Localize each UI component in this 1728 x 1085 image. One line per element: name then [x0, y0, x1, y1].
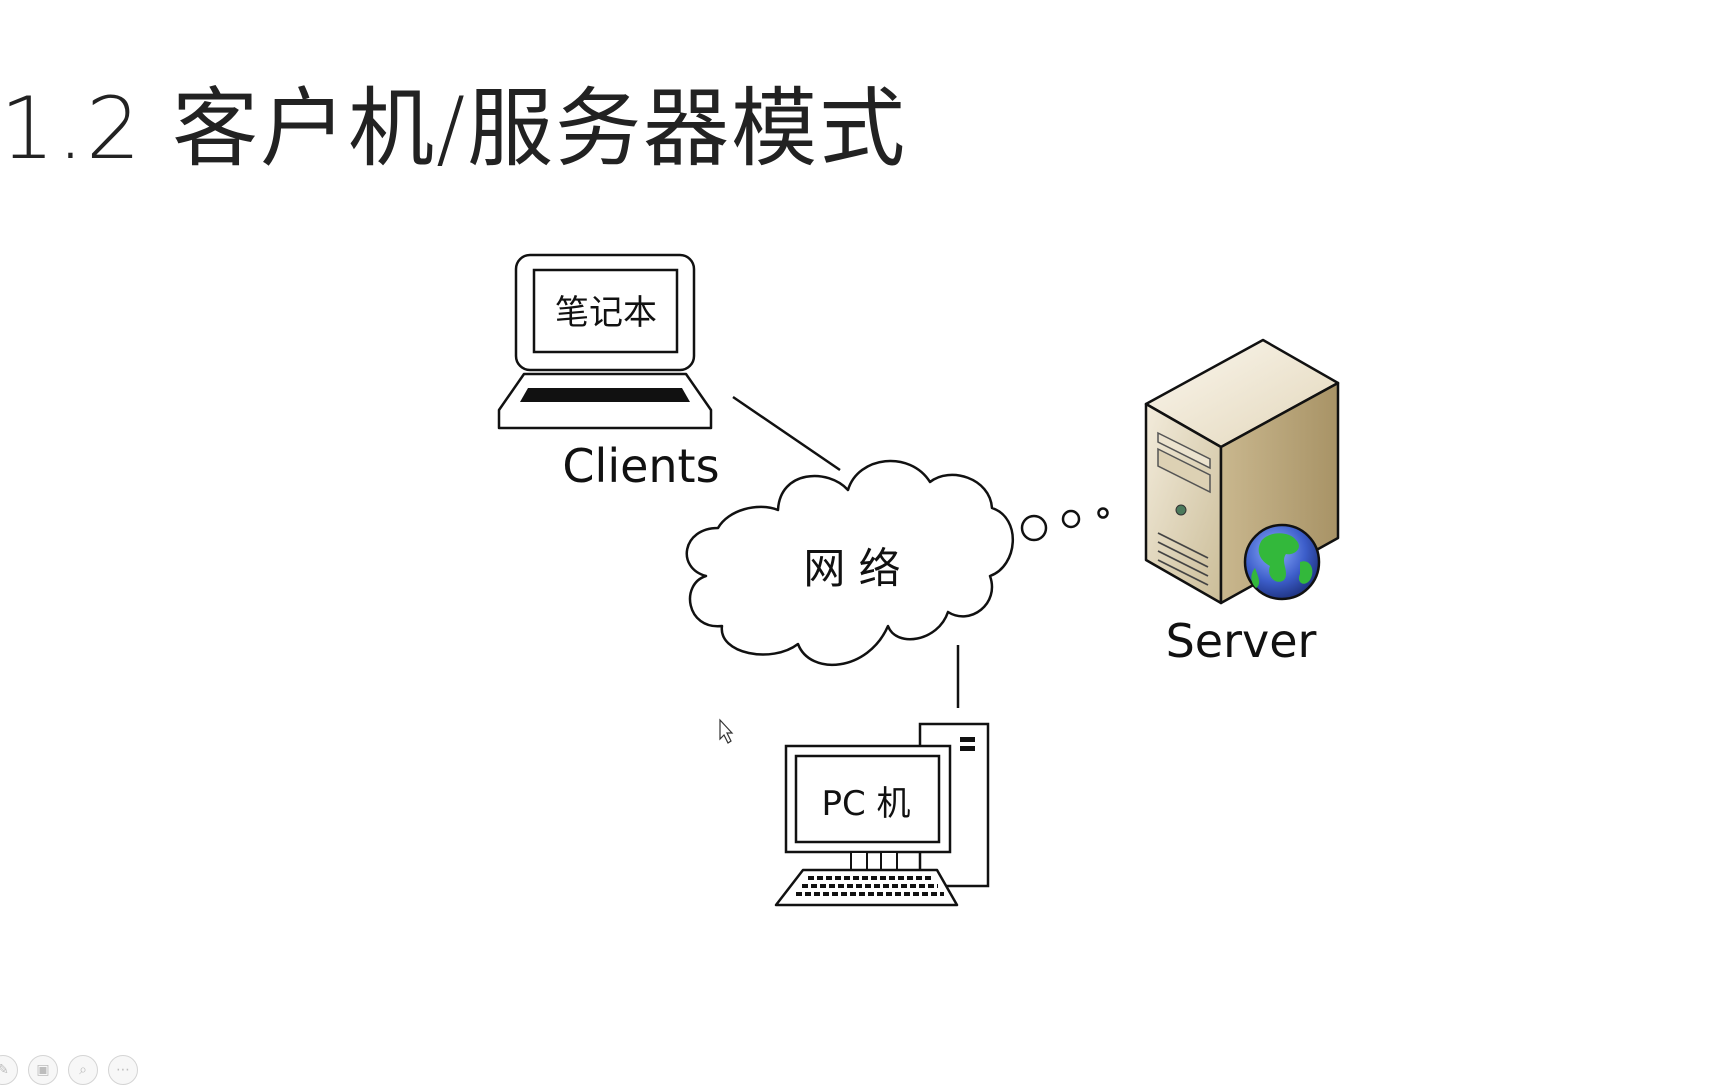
desktop-pc-icon: [774, 722, 990, 907]
globe-icon: [1243, 523, 1321, 601]
cloud-icon: [685, 459, 1015, 667]
server-label: Server: [1166, 614, 1317, 668]
mouse-pointer-icon: [719, 718, 734, 744]
network-label: 网 络: [803, 544, 900, 593]
connection-dots: [1020, 507, 1109, 542]
zoom-icon[interactable]: ⌕: [68, 1055, 98, 1085]
clients-label: Clients: [562, 439, 719, 493]
laptop-screen-label: 笔记本: [555, 293, 657, 333]
slides-icon[interactable]: ▣: [28, 1055, 58, 1085]
pc-screen-label: PC 机: [821, 784, 910, 824]
presentation-toolbar: ✎ ▣ ⌕ ⋯: [0, 1055, 138, 1085]
page-title: 1.2 客户机/服务器模式: [0, 79, 908, 179]
more-icon[interactable]: ⋯: [108, 1055, 138, 1085]
laptop-connection-line: [732, 395, 841, 472]
pen-icon[interactable]: ✎: [0, 1055, 18, 1085]
laptop-icon: [497, 253, 713, 430]
